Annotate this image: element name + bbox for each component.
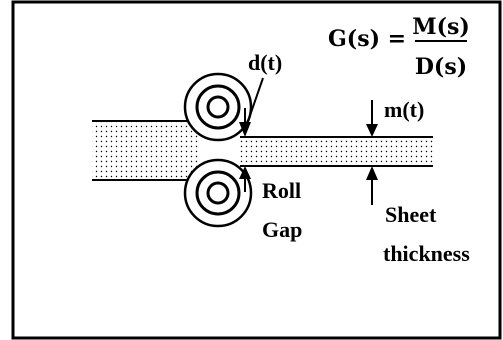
roll-gap-arrow [239, 166, 251, 192]
roll-gap-label-line2: Gap [262, 217, 302, 242]
measured-signal-arrow [366, 100, 378, 137]
transfer-function-numerator: M(s) [412, 14, 470, 40]
sheet-thickness-label-line2: thickness [383, 241, 470, 266]
sheet-thickness-label-line1: Sheet [385, 202, 437, 227]
gap-signal-label: d(t) [248, 50, 282, 75]
incoming-sheet-fill [92, 121, 200, 180]
transfer-function-denominator: D(s) [415, 54, 467, 80]
sheet-thickness-arrow [366, 166, 378, 205]
lower-roll [183, 158, 253, 228]
transfer-function-lhs: G(s) = [328, 26, 406, 52]
roll-gap-label-line1: Roll [262, 178, 301, 203]
measured-signal-label: m(t) [384, 97, 424, 122]
outgoing-sheet-fill [240, 137, 433, 166]
gap-signal-arrow [239, 77, 264, 137]
upper-roll [183, 72, 253, 142]
